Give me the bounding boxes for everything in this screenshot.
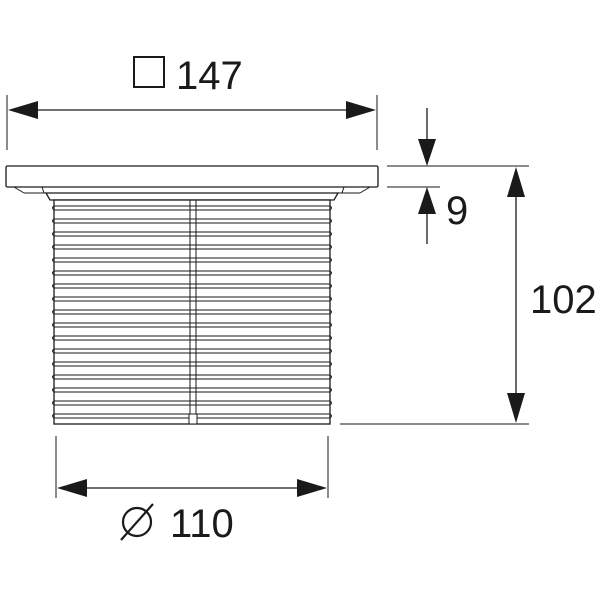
width-arrow-right (346, 101, 376, 119)
diameter-symbol-icon (120, 503, 154, 541)
width-value: 147 (176, 54, 243, 98)
thread-rib-end (52, 283, 55, 289)
diameter-arrow-right (297, 479, 327, 497)
thread-rib-end (52, 322, 55, 328)
height-arrow-top (507, 167, 525, 197)
thread-rib-end (329, 348, 332, 354)
thickness-dimension: 9 (387, 108, 468, 244)
thread-rib-end (329, 335, 332, 341)
thread-rib-end (329, 387, 332, 393)
thread-rib-end (52, 400, 55, 406)
thread-rib-end (52, 309, 55, 315)
diameter-value: 110 (170, 502, 234, 546)
thread-rib-end (52, 335, 55, 341)
thread-rib-end (329, 231, 332, 237)
thread-rib-end (329, 296, 332, 302)
threaded-body (52, 199, 332, 425)
thickness-value: 9 (446, 189, 468, 233)
height-value: 102 (530, 278, 597, 322)
grate-plate (5, 165, 379, 201)
thread-rib-end (52, 374, 55, 380)
thread-rib-end (52, 387, 55, 393)
thread-rib-end (52, 348, 55, 354)
diameter-arrow-left (57, 479, 87, 497)
thread-rib-end (329, 309, 332, 315)
thread-rib-end (52, 413, 55, 419)
thread-rib-end (52, 231, 55, 237)
thread-rib-end (52, 296, 55, 302)
thread-rib-end (52, 205, 55, 211)
thread-rib-end (52, 361, 55, 367)
width-dimension: 147 (6, 54, 378, 150)
thread-rib-end (52, 270, 55, 276)
diameter-dimension: 110 (55, 436, 329, 546)
thread-rib-end (329, 374, 332, 380)
width-arrow-left (8, 101, 38, 119)
thickness-arrow-bottom (418, 187, 436, 214)
thread-rib-end (329, 244, 332, 250)
thread-rib-end (329, 205, 332, 211)
thread-rib-end (329, 361, 332, 367)
thread-rib-end (329, 322, 332, 328)
height-dimension: 102 (340, 165, 597, 425)
thread-rib-end (329, 400, 332, 406)
thread-rib-end (329, 413, 332, 419)
thread-rib-end (329, 257, 332, 263)
thread-rib-end (52, 244, 55, 250)
thread-rib-end (329, 270, 332, 276)
thread-rib-end (329, 218, 332, 224)
thickness-arrow-top (418, 139, 436, 166)
thread-rib-end (52, 257, 55, 263)
thread-rib-end (329, 283, 332, 289)
height-arrow-bottom (507, 393, 525, 423)
square-symbol-icon (133, 56, 165, 88)
body-bottom-notch (188, 413, 198, 425)
thread-rib-end (52, 218, 55, 224)
